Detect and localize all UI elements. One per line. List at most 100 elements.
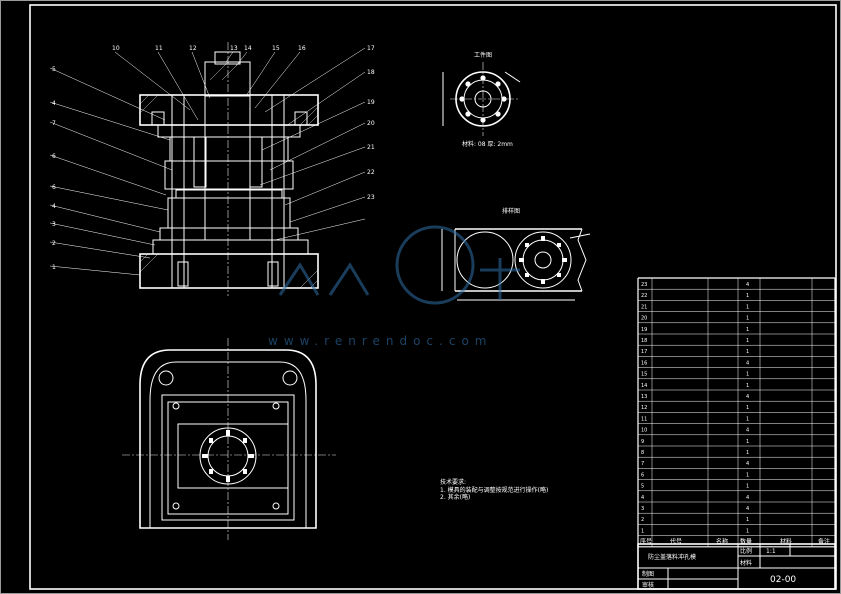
- bom-row-qty: 1: [746, 293, 749, 299]
- bom-row-number: 2: [641, 517, 644, 523]
- bom-row-number: 20: [641, 316, 647, 322]
- bom-row-qty: 1: [746, 439, 749, 445]
- tech-req-title: 技术要求:: [440, 478, 466, 486]
- bom-row-number: 11: [641, 416, 647, 422]
- part-label: 6: [52, 184, 56, 191]
- part-label: 18: [367, 69, 375, 76]
- part-label: 1: [52, 264, 56, 271]
- bom-row-number: 21: [641, 304, 647, 310]
- layout-title: 排样图: [502, 207, 520, 215]
- bom-row-number: 13: [641, 394, 647, 400]
- watermark-text: www.renrendoc.com: [268, 334, 492, 348]
- bom-row-number: 17: [641, 349, 647, 355]
- technical-requirements: 技术要求: 1. 模具的装配与调整按规范进行操作(略) 2. 其余(略): [440, 478, 548, 501]
- bom-row-qty: 1: [746, 450, 749, 456]
- scale-value: 1:1: [766, 548, 776, 555]
- bom-row-qty: 1: [746, 528, 749, 534]
- bom-row-qty: 4: [746, 282, 749, 288]
- bom-row-number: 22: [641, 293, 647, 299]
- drawing-title: 防尘盖落料冲孔模: [648, 553, 696, 561]
- bom-row-number: 8: [641, 450, 644, 456]
- bom-row-qty: 1: [746, 383, 749, 389]
- bom-row-qty: 1: [746, 416, 749, 422]
- part-label: 23: [367, 194, 375, 201]
- front-section-view: [49, 42, 366, 296]
- bom-header-cell: 序号: [640, 538, 652, 546]
- bom-row-qty: 4: [746, 495, 749, 501]
- bom-row-qty: 4: [746, 461, 749, 467]
- bom-row-number: 14: [641, 383, 647, 389]
- checked-label: 审核: [642, 581, 654, 589]
- material-label: 材料: [740, 559, 752, 567]
- strip-layout-view: 排样图: [441, 207, 591, 301]
- workpiece-title: 工件图: [474, 51, 492, 59]
- bom-row-qty: 4: [746, 394, 749, 400]
- bom-row-number: 23: [641, 282, 647, 288]
- bom-header-cell: 备注: [818, 538, 830, 546]
- bom-row-number: 3: [641, 506, 644, 512]
- bom-header-cell: 代号: [670, 538, 682, 546]
- top-plan-view: [122, 338, 336, 540]
- bom-row-number: 7: [641, 461, 644, 467]
- bom-row-number: 12: [641, 405, 647, 411]
- bom-row-number: 18: [641, 338, 647, 344]
- drawing-number: 02-00: [770, 575, 796, 585]
- bom-header-cell: 数量: [740, 538, 752, 546]
- part-label: 13: [230, 45, 238, 52]
- bom-row-qty: 1: [746, 338, 749, 344]
- bom-row-number: 16: [641, 360, 647, 366]
- bom-row-qty: 1: [746, 349, 749, 355]
- title-block: 防尘盖落料冲孔模 比例 1:1 材料 制图 审核 02-00: [637, 543, 836, 590]
- bom-row-qty: 4: [746, 428, 749, 434]
- bom-row-number: 19: [641, 327, 647, 333]
- bom-row-qty: 1: [746, 484, 749, 490]
- bom-row-qty: 1: [746, 304, 749, 310]
- part-label: 10: [112, 45, 120, 52]
- workpiece-note: 材料: 08 厚: 2mm: [462, 140, 513, 148]
- bom-row-number: 4: [641, 495, 644, 501]
- part-label: 7: [52, 120, 56, 127]
- bom-header-cell: 名称: [716, 538, 728, 546]
- part-label: 14: [244, 45, 252, 52]
- part-label: 4: [52, 100, 56, 107]
- part-label: 5: [52, 66, 56, 73]
- bom-row-qty: 1: [746, 405, 749, 411]
- bom-row-number: 10: [641, 428, 647, 434]
- part-label: 4: [52, 203, 56, 210]
- part-label: 15: [272, 45, 280, 52]
- part-label: 19: [367, 99, 375, 106]
- watermark: www.renrendoc.com: [268, 225, 520, 348]
- bom-row-number: 15: [641, 372, 647, 378]
- bom-row-qty: 1: [746, 372, 749, 378]
- part-labels: 5 4 7 6 6 4 3 2 1 10 11 12 13 14 15 16 1…: [52, 45, 375, 271]
- bom-row-qty: 1: [746, 327, 749, 333]
- bom-row-qty: 1: [746, 472, 749, 478]
- bom-header-cell: 材料: [780, 538, 792, 546]
- bom-row-number: 5: [641, 484, 644, 490]
- bom-row-qty: 1: [746, 517, 749, 523]
- part-label: 12: [189, 45, 197, 52]
- part-label: 6: [52, 153, 56, 160]
- drawn-label: 制图: [642, 570, 654, 578]
- part-label: 16: [298, 45, 306, 52]
- workpiece-view: 工件图 材料: 08 厚: 2mm: [442, 51, 521, 148]
- bom-row-qty: 4: [746, 506, 749, 512]
- part-label: 2: [52, 240, 56, 247]
- part-label: 3: [52, 221, 56, 228]
- scale-label: 比例: [740, 547, 752, 555]
- tech-req-line: 1. 模具的装配与调整按规范进行操作(略): [440, 486, 548, 494]
- tech-req-line: 2. 其余(略): [440, 493, 470, 501]
- part-label: 20: [367, 120, 375, 127]
- part-label: 21: [367, 144, 375, 151]
- part-label: 11: [155, 45, 163, 52]
- bom-row-qty: 1: [746, 316, 749, 322]
- bom-row-number: 6: [641, 472, 644, 478]
- inner-frame: [29, 4, 837, 590]
- bom-row-number: 1: [641, 528, 644, 534]
- part-label: 17: [367, 45, 375, 52]
- part-label: 22: [367, 169, 375, 176]
- bom-row-qty: 4: [746, 360, 749, 366]
